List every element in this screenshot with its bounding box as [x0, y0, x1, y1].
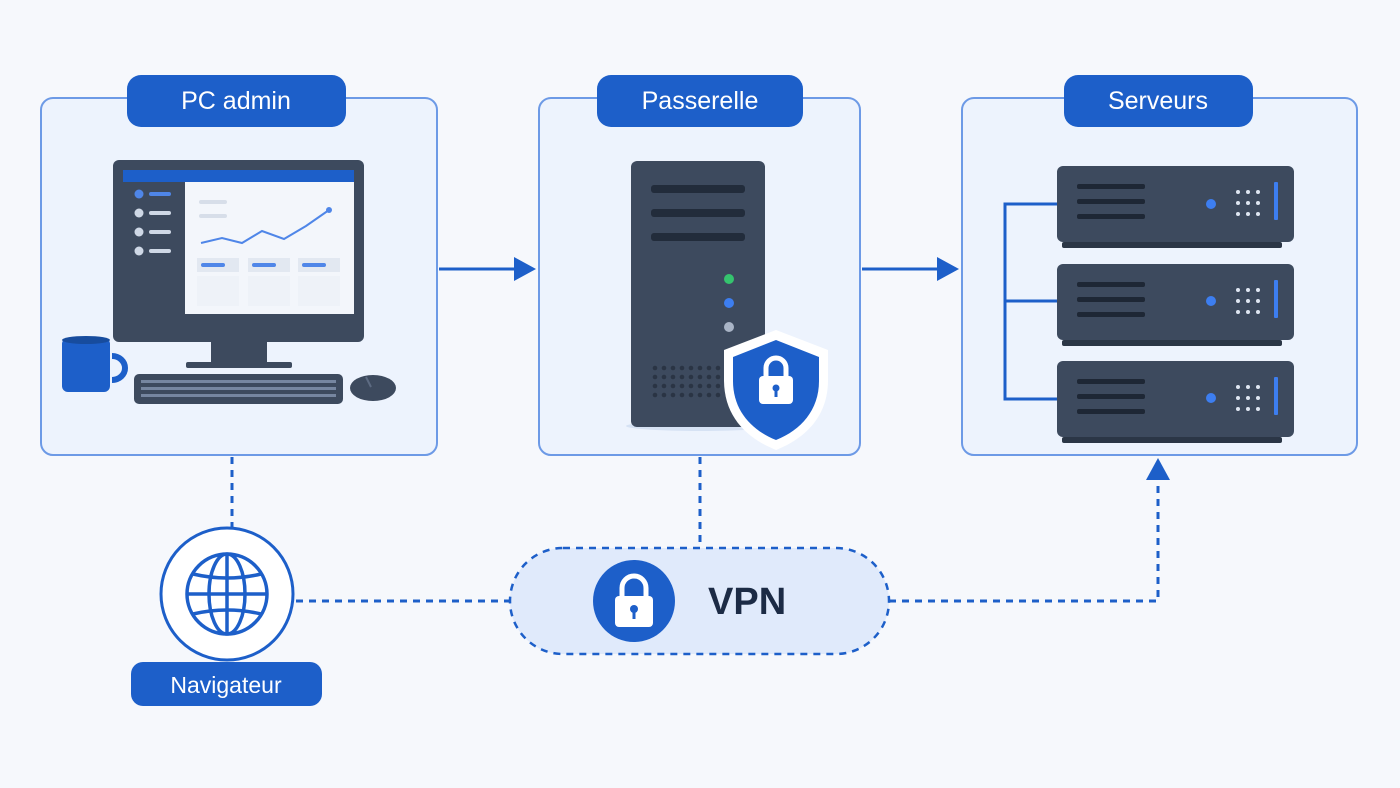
gateway-title: Passerelle	[642, 87, 759, 115]
servers-title: Serveurs	[1108, 87, 1208, 115]
gateway-title-badge: Passerelle	[597, 75, 803, 127]
rack-server-icon	[1057, 361, 1294, 443]
rack-server-icon	[1057, 264, 1294, 346]
monitor-icon	[113, 160, 364, 368]
mouse-icon	[350, 375, 396, 401]
admin-pc-title-badge: PC admin	[127, 75, 346, 127]
keyboard-icon	[134, 374, 343, 404]
coffee-mug-icon	[62, 336, 128, 392]
browser-label-badge: Navigateur	[131, 662, 322, 706]
server-bracket-connector	[1003, 202, 1057, 401]
arrow-gateway-to-servers	[862, 257, 959, 281]
shield-lock-icon	[724, 330, 828, 450]
rack-server-icon	[1057, 166, 1294, 248]
admin-pc-title: PC admin	[181, 87, 291, 115]
vpn-label: VPN	[708, 581, 786, 623]
browser-node	[159, 526, 295, 662]
arrow-pc-to-gateway	[439, 257, 536, 281]
arrow-vpn-to-servers	[1146, 458, 1170, 480]
vpn-tunnel: VPN	[508, 546, 891, 656]
servers-title-badge: Serveurs	[1064, 75, 1253, 127]
padlock-icon	[593, 560, 675, 642]
dashed-line-vpn-to-servers	[889, 480, 1160, 603]
dashed-connectors	[230, 457, 1160, 603]
browser-label: Navigateur	[170, 672, 282, 698]
globe-icon	[185, 552, 269, 636]
